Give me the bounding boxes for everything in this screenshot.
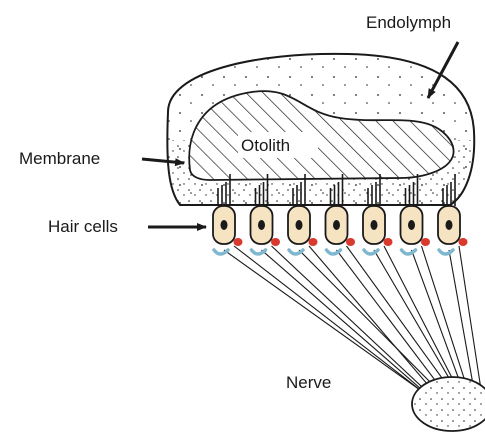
nerve-ending <box>214 250 228 254</box>
membrane-label: Membrane <box>19 149 100 168</box>
nerve-label: Nerve <box>286 373 331 392</box>
hair-cell <box>326 206 348 244</box>
hair-cell-row <box>213 206 468 254</box>
supporting-cell <box>271 238 280 246</box>
nerve-bundle <box>412 377 485 431</box>
hair-cell <box>401 206 423 244</box>
nerve-fiber <box>412 250 466 396</box>
hair-cells-label: Hair cells <box>48 217 118 236</box>
supporting-cell <box>459 238 468 246</box>
hair-cell <box>288 206 310 244</box>
nerve-fiber <box>299 250 438 390</box>
nerve-ending <box>327 250 341 254</box>
hair-cell <box>213 206 235 244</box>
supporting-cell <box>384 238 393 246</box>
hair-cell <box>438 206 460 244</box>
nerve-ending <box>439 250 453 254</box>
nerve-ending <box>252 250 266 254</box>
hair-cell <box>363 206 385 244</box>
nerve-ending <box>402 250 416 254</box>
nerve-ending <box>364 250 378 254</box>
nerve-fiber <box>347 246 456 396</box>
nerve-fiber <box>224 250 420 390</box>
supporting-cell <box>421 238 430 246</box>
endolymph-label: Endolymph <box>366 13 451 32</box>
supporting-cell <box>309 238 318 246</box>
otolith-label: Otolith <box>241 136 290 155</box>
hair-cell <box>251 206 273 244</box>
supporting-cell <box>346 238 355 246</box>
supporting-cell <box>234 238 243 246</box>
nerve-ending <box>289 250 303 254</box>
